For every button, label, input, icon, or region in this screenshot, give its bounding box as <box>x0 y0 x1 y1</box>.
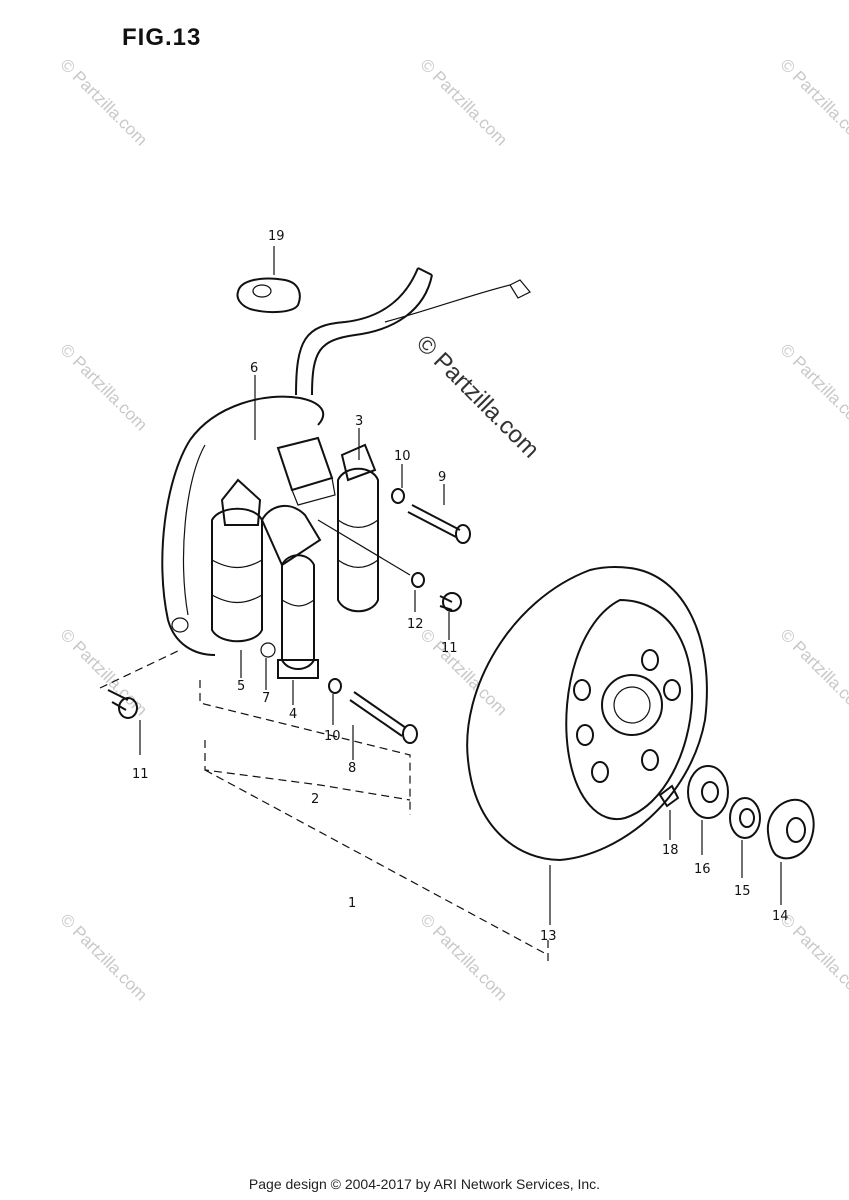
part-16-washer[interactable] <box>687 765 729 819</box>
part-14-nut[interactable] <box>766 798 815 860</box>
figure-title: FIG.13 <box>122 24 202 51</box>
callout-1: 1 <box>348 896 356 911</box>
callout-18: 18 <box>662 843 679 858</box>
callout-16: 16 <box>694 862 711 877</box>
part-11-screw-lower[interactable] <box>107 689 138 719</box>
part-9-screw[interactable] <box>407 504 471 544</box>
callout-6: 6 <box>250 361 258 376</box>
stator-assembly[interactable] <box>161 395 379 679</box>
part-19-grommet[interactable] <box>236 277 301 314</box>
part-10-washer-lower[interactable] <box>328 678 342 694</box>
callout-3: 3 <box>355 414 363 429</box>
part-8-screw[interactable] <box>349 691 418 744</box>
part-10-washer[interactable] <box>391 488 405 504</box>
page-footer: Page design © 2004-2017 by ARI Network S… <box>248 1176 601 1192</box>
callout-4: 4 <box>289 707 297 722</box>
part-13-flywheel[interactable] <box>466 565 708 862</box>
part-12-washer[interactable] <box>411 572 425 588</box>
callout-5: 5 <box>237 679 245 694</box>
callout-7: 7 <box>262 691 270 706</box>
callout-14: 14 <box>772 909 789 924</box>
callout-13: 13 <box>540 929 557 944</box>
assembly-brackets <box>99 649 549 965</box>
callout-12: 12 <box>407 617 424 632</box>
callout-11: 11 <box>441 641 458 656</box>
part-18-key[interactable] <box>658 784 680 808</box>
callout-19: 19 <box>268 229 285 244</box>
callout-8: 8 <box>348 761 356 776</box>
callout-labels: 19 6 3 10 9 12 11 5 7 4 10 8 11 2 1 13 1… <box>132 229 789 944</box>
callout-10: 10 <box>394 449 411 464</box>
part-15-lock-washer[interactable] <box>729 797 761 839</box>
callout-10-lower: 10 <box>324 729 341 744</box>
callout-11-lower: 11 <box>132 767 149 782</box>
callout-2: 2 <box>311 792 319 807</box>
wire-harness <box>295 267 531 396</box>
part-11-screw[interactable] <box>439 592 462 612</box>
leader-lines <box>139 246 782 925</box>
callout-15: 15 <box>734 884 751 899</box>
callout-9: 9 <box>438 470 446 485</box>
